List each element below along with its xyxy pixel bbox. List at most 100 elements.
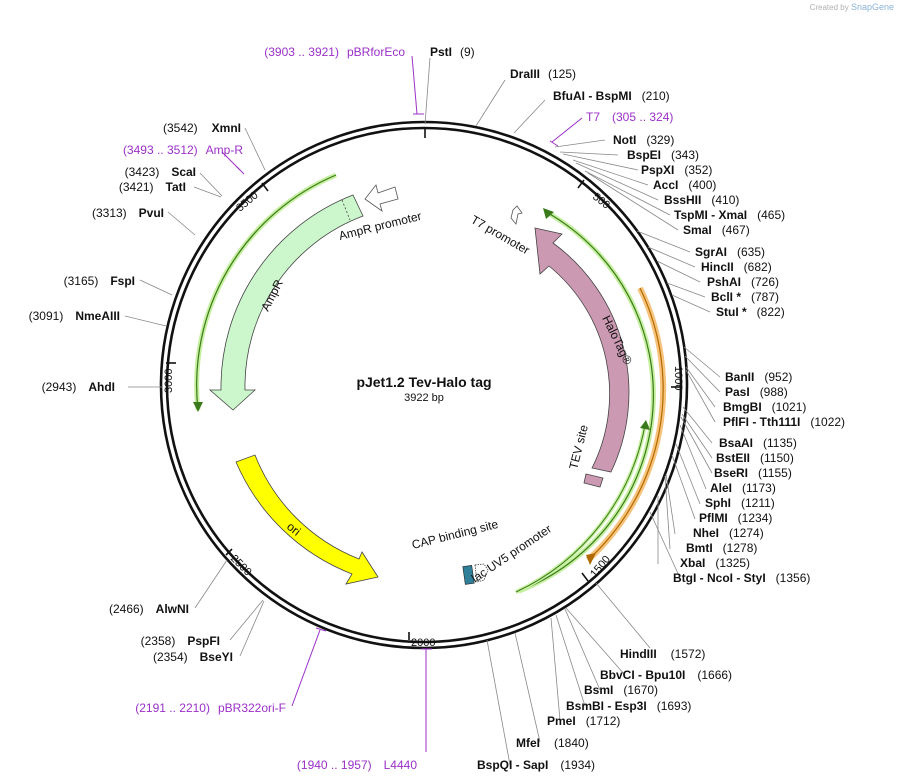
site-stui: StuI * — [716, 305, 747, 319]
svg-text:NotI(329): NotI(329) — [613, 133, 674, 147]
site-noti-pos: (329) — [646, 133, 674, 147]
site-pflmi: PflMI — [699, 511, 728, 525]
svg-text:BclI *(787): BclI *(787) — [711, 290, 779, 304]
site-nhei: NheI — [693, 526, 719, 540]
site-sphi: SphI — [705, 496, 731, 510]
ampr-arrow — [208, 194, 364, 411]
site-pspxi-pos: (352) — [684, 163, 712, 177]
site-sgrai-pos: (635) — [737, 245, 765, 259]
site-bseri-pos: (1155) — [758, 466, 792, 480]
site-banii: BanII — [725, 370, 754, 384]
svg-text:(3313)PvuI: (3313)PvuI — [92, 206, 164, 220]
site-pspxi: PspXI — [641, 163, 674, 177]
site-pasi: PasI — [725, 385, 750, 399]
site-bsmi-pos: (1670) — [623, 683, 658, 697]
scale-ticks — [166, 128, 681, 640]
svg-text:DraIII(125): DraIII(125) — [510, 67, 576, 81]
site-bsaai: BsaAI — [719, 436, 753, 450]
svg-text:BseRI(1155): BseRI (1155) — [714, 466, 792, 480]
svg-text:(3493 .. 3512)Amp-R: (3493 .. 3512)Amp-R — [123, 143, 243, 157]
svg-text:(2191 .. 2210)pBR322ori-F: (2191 .. 2210) pBR322ori-F — [135, 701, 286, 715]
svg-text:PmeI(1712): PmeI(1712) — [547, 714, 620, 728]
primer-pbr322ori-range: (2191 .. 2210) — [135, 701, 210, 715]
site-bbvci: BbvCI - Bpu10I — [600, 668, 685, 682]
tick-2000: 2000 — [411, 637, 435, 649]
primer-t7: T7 — [586, 110, 600, 124]
site-bspei-pos: (343) — [671, 148, 699, 162]
site-tspmi: TspMI - XmaI — [674, 208, 747, 222]
svg-text:SmaI(467): SmaI(467) — [683, 223, 750, 237]
site-bspqi: BspQI - SapI — [477, 758, 548, 772]
svg-text:AleI(1173): AleI(1173) — [710, 481, 776, 495]
credit-prefix: Created by — [809, 3, 849, 12]
site-fspi: FspI — [110, 274, 135, 288]
site-nmeaiii: NmeAIII — [75, 309, 120, 323]
primer-t7-range: (305 .. 324) — [612, 110, 673, 124]
site-alwni-pos: (2466) — [109, 602, 144, 616]
site-ahdi-pos: (2943) — [42, 380, 77, 394]
svg-text:(1940 .. 1957)L4440: (1940 .. 1957)L4440 — [297, 758, 417, 772]
lac-uv5-promoter-arrow — [474, 563, 489, 583]
svg-text:PspXI(352): PspXI (352) — [641, 163, 712, 177]
svg-text:(3542)XmnI: (3542)XmnI — [163, 121, 241, 135]
tick-3000: 3000 — [163, 369, 175, 393]
site-nhei-pos: (1274) — [729, 526, 764, 540]
site-pshai: PshAI — [707, 275, 741, 289]
plasmid-length: 3922 bp — [404, 392, 444, 404]
site-bmgbi-pos: (1021) — [772, 400, 807, 414]
site-bcli-pos: (787) — [751, 290, 779, 304]
site-mfei: MfeI — [516, 736, 540, 750]
site-pflfi: PflFI - Tth111I — [723, 415, 800, 429]
svg-text:BsaAI(1135): BsaAI(1135) — [719, 436, 797, 450]
site-bspqi-pos: (1934) — [560, 758, 595, 772]
svg-text:(2466)AlwNI: (2466)AlwNI — [109, 602, 189, 616]
site-acci-pos: (400) — [688, 178, 716, 192]
site-sphi-pos: (1211) — [741, 496, 775, 510]
site-bsshii: BssHII — [664, 193, 701, 207]
svg-text:(3421)TatI: (3421)TatI — [119, 180, 186, 194]
halotag-arrow — [534, 227, 630, 473]
site-xbai-pos: (1325) — [715, 556, 750, 570]
svg-text:BsmI(1670): BsmI(1670) — [584, 683, 658, 697]
site-bsmbi: BsmBI - Esp3I — [566, 699, 647, 713]
svg-text:PstI(9): PstI (9) — [430, 45, 475, 59]
primer-pbr322ori: pBR322ori-F — [218, 701, 286, 715]
site-pspfi-pos: (2358) — [141, 634, 176, 648]
site-hincii: HincII — [701, 260, 734, 274]
site-banii-pos: (952) — [764, 370, 792, 384]
site-bsteii-pos: (1150) — [760, 451, 794, 465]
site-bseyi-pos: (2354) — [153, 650, 188, 664]
svg-text:AccI(400): AccI(400) — [653, 178, 716, 192]
snapgene-logo: SnapGene — [850, 2, 894, 12]
site-bmti: BmtI — [686, 541, 713, 555]
svg-text:(2358)PspFI: (2358)PspFI — [141, 634, 220, 648]
primer-pbrforeco: pBRforEco — [347, 45, 405, 59]
site-bspei: BspEI — [627, 148, 661, 162]
svg-text:BspQI - SapI(1934): BspQI - SapI (1934) — [477, 758, 595, 772]
site-tspmi-pos: (465) — [757, 208, 785, 222]
snapgene-credit: Created by SnapGene — [810, 2, 894, 12]
svg-text:TspMI - XmaI(465): TspMI - XmaI (465) — [674, 208, 785, 222]
site-psti-pos: (9) — [460, 45, 475, 59]
svg-text:MfeI(1840): MfeI (1840) — [516, 736, 589, 750]
label-t7-promoter: T7 promoter — [469, 212, 533, 257]
ori-arrow — [235, 454, 379, 585]
site-pvui: PvuI — [139, 206, 164, 220]
site-scai-pos: (3423) — [125, 165, 160, 179]
site-nmeaiii-pos: (3091) — [29, 309, 64, 323]
svg-text:BspEI(343): BspEI (343) — [627, 148, 699, 162]
primer-ampr-range: (3493 .. 3512) — [123, 143, 198, 157]
site-psti: PstI — [430, 45, 452, 59]
site-bseri: BseRI — [714, 466, 748, 480]
site-bseyi: BseYI — [200, 650, 233, 664]
site-mfei-pos: (1840) — [554, 736, 589, 750]
right-site-labels: BfuAI - BspMI(210) NotI(329) BspEI(343) … — [477, 89, 845, 772]
site-tati-pos: (3421) — [119, 180, 154, 194]
site-stui-pos: (822) — [757, 305, 785, 319]
label-cap: CAP binding site — [410, 517, 500, 552]
site-btgi-pos: (1356) — [776, 571, 811, 585]
svg-text:(2354)BseYI: (2354) BseYI — [153, 650, 233, 664]
site-bsmbi-pos: (1693) — [657, 699, 692, 713]
site-bsteii: BstEII — [716, 451, 750, 465]
tick-3500: 3500 — [234, 189, 260, 214]
